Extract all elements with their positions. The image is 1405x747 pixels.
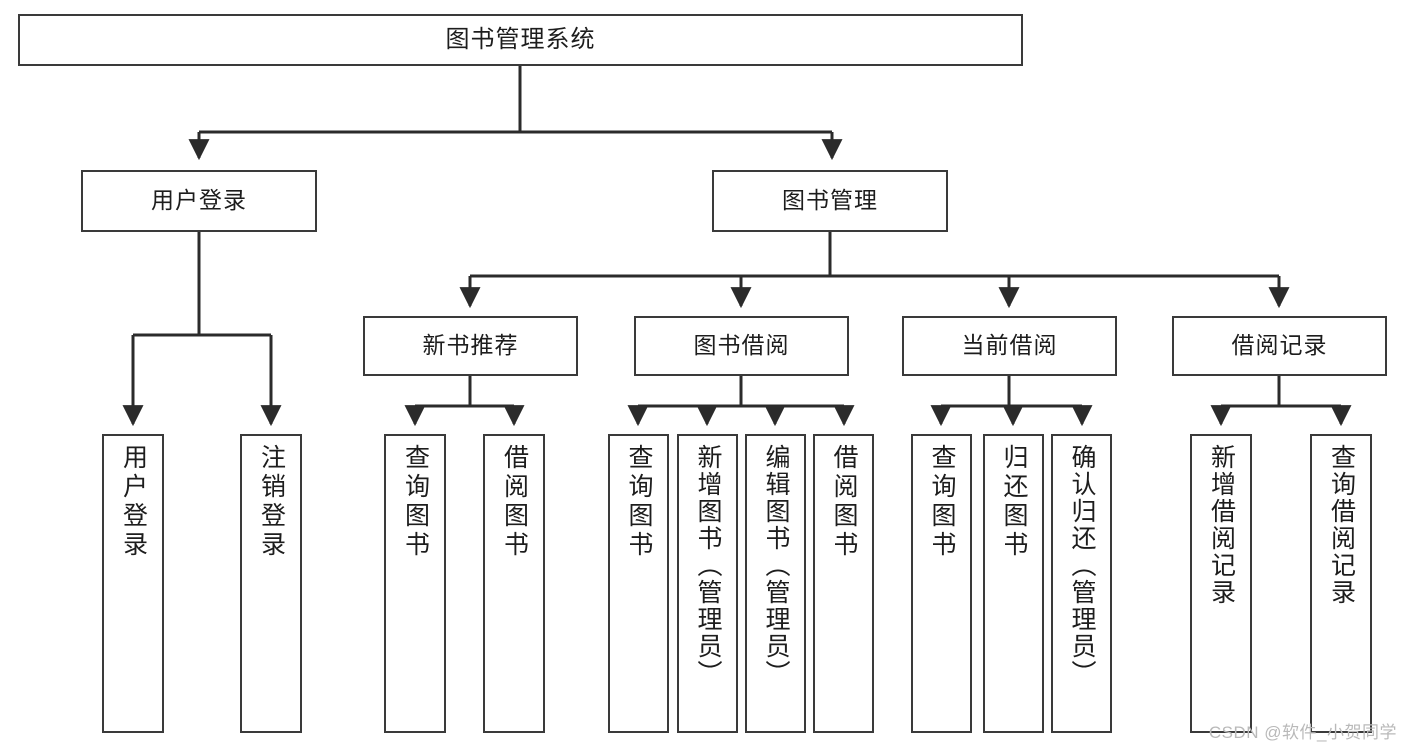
node-leaf-add-borrow-record[interactable]: 新增借阅记录 [1190, 434, 1252, 733]
node-leaf-user-login[interactable]: 用户登录 [102, 434, 164, 733]
node-label: 借阅图书 [830, 444, 858, 560]
node-leaf-add-book-admin[interactable]: 新增图书（管理员） [677, 434, 738, 733]
node-current-borrow[interactable]: 当前借阅 [902, 316, 1117, 376]
node-label: 确认归还（管理员） [1068, 444, 1096, 687]
node-label: 图书借阅 [693, 332, 790, 359]
node-label: 借阅记录 [1231, 332, 1328, 359]
node-label: 编辑图书（管理员） [762, 444, 790, 687]
node-book-manage[interactable]: 图书管理 [712, 170, 948, 232]
node-label: 查询图书 [401, 444, 430, 560]
node-leaf-edit-book-admin[interactable]: 编辑图书（管理员） [745, 434, 806, 733]
csdn-watermark: CSDN @软件_小贺同学 [1208, 723, 1397, 742]
node-label: 新增借阅记录 [1207, 444, 1236, 606]
node-label: 查询图书 [928, 444, 956, 560]
node-label: 查询图书 [625, 444, 653, 560]
node-label: 用户登录 [119, 444, 148, 560]
node-label: 图书管理 [782, 187, 878, 214]
node-label: 查询借阅记录 [1327, 444, 1356, 606]
node-label: 用户登录 [151, 187, 247, 214]
node-new-book-recommend[interactable]: 新书推荐 [363, 316, 578, 376]
node-label: 归还图书 [1000, 444, 1028, 560]
node-label: 当前借阅 [961, 332, 1058, 359]
node-leaf-return-book[interactable]: 归还图书 [983, 434, 1044, 733]
node-borrow-record[interactable]: 借阅记录 [1172, 316, 1387, 376]
node-label: 新书推荐 [422, 332, 519, 359]
node-label: 新增图书（管理员） [694, 444, 722, 687]
node-label: 借阅图书 [500, 444, 529, 560]
node-leaf-borrow-book-recommend[interactable]: 借阅图书 [483, 434, 545, 733]
node-label: 图书管理系统 [445, 25, 596, 53]
node-leaf-query-book-current[interactable]: 查询图书 [911, 434, 972, 733]
node-root-system[interactable]: 图书管理系统 [18, 14, 1023, 66]
node-label: 注销登录 [257, 444, 286, 560]
node-leaf-query-book-borrow[interactable]: 查询图书 [608, 434, 669, 733]
node-leaf-confirm-return-admin[interactable]: 确认归还（管理员） [1051, 434, 1112, 733]
node-leaf-query-borrow-record[interactable]: 查询借阅记录 [1310, 434, 1372, 733]
node-leaf-query-book-recommend[interactable]: 查询图书 [384, 434, 446, 733]
node-leaf-logout[interactable]: 注销登录 [240, 434, 302, 733]
node-user-login[interactable]: 用户登录 [81, 170, 317, 232]
node-book-borrow[interactable]: 图书借阅 [634, 316, 849, 376]
node-leaf-borrow-book[interactable]: 借阅图书 [813, 434, 874, 733]
